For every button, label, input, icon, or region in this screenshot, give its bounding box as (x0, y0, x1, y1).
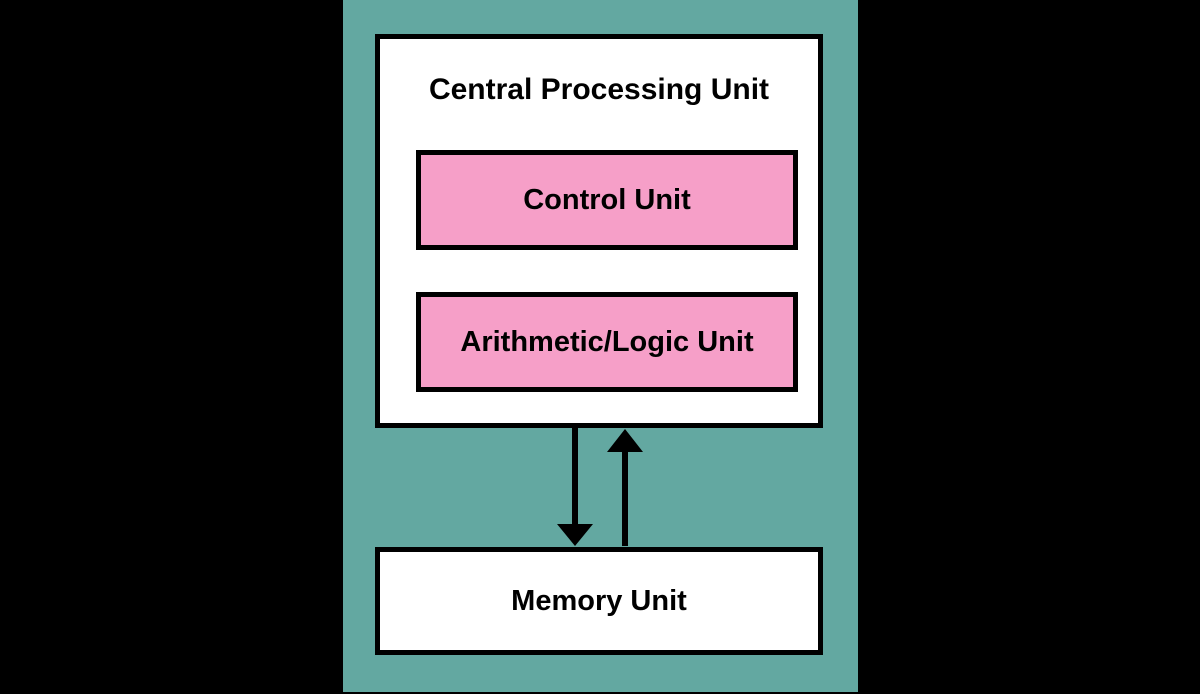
control-unit-label: Control Unit (523, 183, 691, 216)
memory-unit-label: Memory Unit (511, 584, 687, 617)
arithmetic-logic-unit-box: Arithmetic/Logic Unit (416, 292, 798, 392)
cpu-to-memory-arrow-icon (557, 428, 593, 546)
memory-to-cpu-arrow-icon (607, 429, 643, 546)
connector-arrows (557, 428, 643, 546)
central-processing-unit-box: Central Processing Unit Control Unit Ari… (375, 34, 823, 428)
memory-unit-box: Memory Unit (375, 547, 823, 655)
arithmetic-logic-unit-label: Arithmetic/Logic Unit (460, 325, 754, 358)
cpu-title-label: Central Processing Unit (428, 73, 770, 106)
control-unit-box: Control Unit (416, 150, 798, 250)
